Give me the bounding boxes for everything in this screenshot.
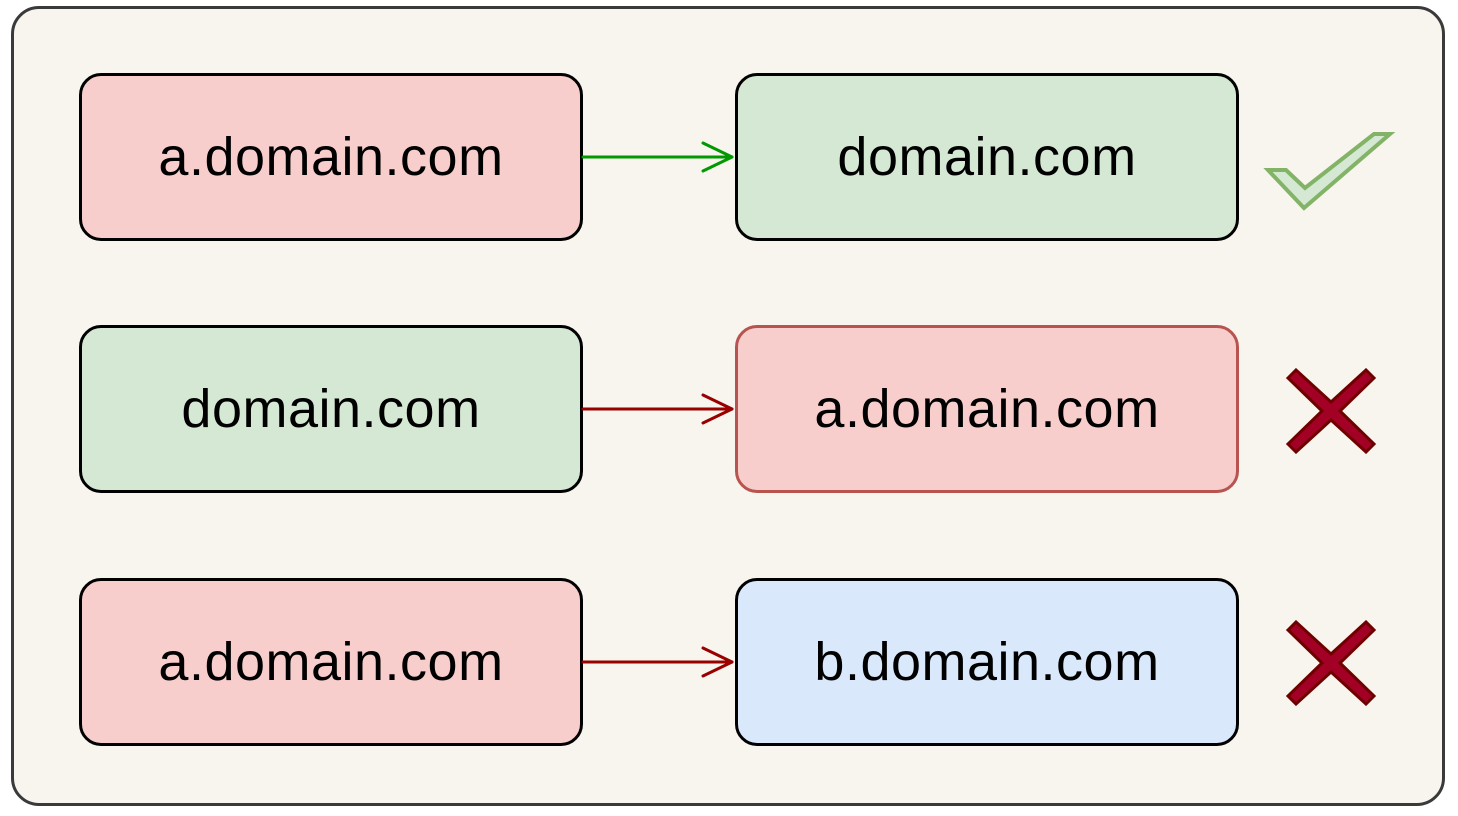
row3-source-node: a.domain.com — [79, 578, 583, 746]
check-icon — [1263, 132, 1396, 211]
row1-target-node: domain.com — [735, 73, 1239, 241]
row3-target-node: b.domain.com — [735, 578, 1239, 746]
row2-target-node: a.domain.com — [735, 325, 1239, 493]
cross-icon — [1285, 620, 1377, 706]
row3-target-label: b.domain.com — [814, 632, 1160, 692]
row2-source-node: domain.com — [79, 325, 583, 493]
row1-source-node: a.domain.com — [79, 73, 583, 241]
row2-source-label: domain.com — [181, 379, 481, 439]
row1-source-label: a.domain.com — [158, 127, 504, 187]
row3-source-label: a.domain.com — [158, 632, 504, 692]
cross-icon — [1285, 368, 1377, 454]
row1-target-label: domain.com — [837, 127, 1137, 187]
row2-target-label: a.domain.com — [814, 379, 1160, 439]
